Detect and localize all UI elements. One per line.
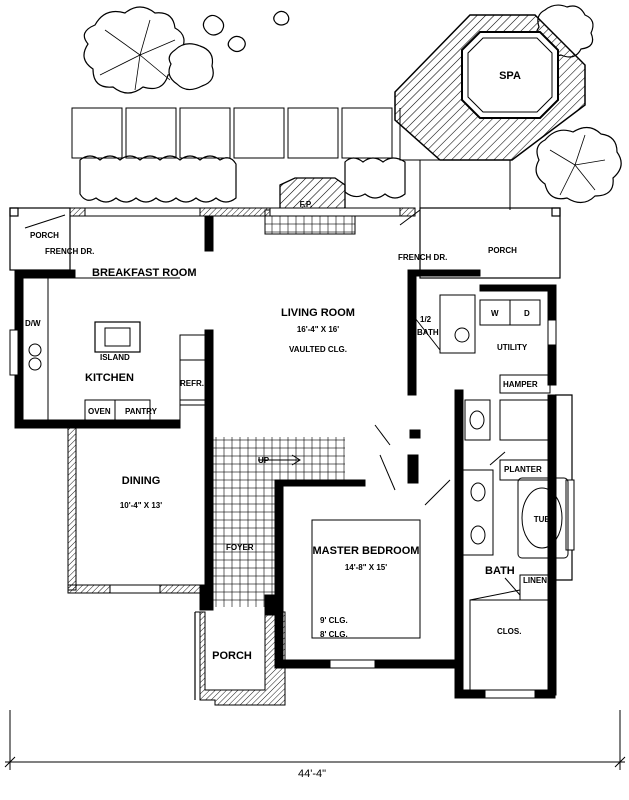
kitchen-island xyxy=(94,321,141,353)
spa-tub xyxy=(461,31,559,119)
dryer-label: D xyxy=(524,309,530,318)
hamper-label: HAMPER xyxy=(503,380,538,389)
foyer-label: FOYER xyxy=(226,543,254,552)
master-bedroom-label: MASTER BEDROOM xyxy=(313,545,420,557)
windows xyxy=(9,207,575,699)
porch-label: PORCH xyxy=(488,246,517,255)
half-bath-label: BATH xyxy=(417,328,439,337)
dishwasher-label: D/W xyxy=(25,319,41,328)
room-labels: PORCH FRENCH DR. BREAKFAST ROOM FRENCH D… xyxy=(25,231,550,662)
living-room-ceiling: VAULTED CLG. xyxy=(289,345,347,354)
hedge xyxy=(344,157,406,199)
porch-label: PORCH xyxy=(30,231,59,240)
linen-label: LINEN xyxy=(523,576,547,585)
tree-canopy-icon xyxy=(83,6,185,94)
patio-paving xyxy=(71,107,511,210)
ceiling-label: 9' CLG. xyxy=(320,616,348,625)
tree-canopy-icon xyxy=(535,126,622,204)
spa-deck: SPA xyxy=(394,14,586,161)
fireplace-label: F.P. xyxy=(300,200,313,209)
foyer-tile-floor xyxy=(210,437,275,607)
washer-label: W xyxy=(491,309,499,318)
dining-size: 10'-4" X 13' xyxy=(120,501,162,510)
porch-label: PORCH xyxy=(212,650,252,662)
ceiling-label: 8' CLG. xyxy=(320,630,348,639)
doors xyxy=(24,209,521,596)
closet-label: CLOS. xyxy=(497,627,521,636)
half-bath-label: 1/2 xyxy=(420,315,432,324)
tub-icon xyxy=(517,477,569,559)
planter-label: PLANTER xyxy=(504,465,542,474)
tub-label: TUB xyxy=(534,515,551,524)
breakfast-room-label: BREAKFAST ROOM xyxy=(92,267,197,279)
oven-label: OVEN xyxy=(88,407,111,416)
stair-arrow xyxy=(258,454,301,466)
toilet-icon xyxy=(469,410,485,430)
kitchen-fixtures xyxy=(22,277,206,421)
french-door-label: FRENCH DR. xyxy=(398,253,447,262)
up-label: UP xyxy=(258,456,270,465)
island-label: ISLAND xyxy=(100,353,130,362)
tray-ceiling xyxy=(311,519,421,639)
spa-label: SPA xyxy=(499,70,521,82)
utility-label: UTILITY xyxy=(497,343,528,352)
toilet-icon xyxy=(454,327,470,343)
hedge xyxy=(79,155,237,203)
living-room-size: 16'-4" X 16' xyxy=(297,325,339,334)
refrigerator-label: REFR. xyxy=(180,379,204,388)
overall-width-dimension: 44'-4" xyxy=(298,768,326,780)
dimension-line xyxy=(4,710,626,770)
fireplace: F.P. xyxy=(264,177,356,235)
bath-fixtures xyxy=(439,294,569,691)
sink-icon xyxy=(28,343,42,371)
pantry-label: PANTRY xyxy=(125,407,158,416)
dining-label: DINING xyxy=(122,475,161,487)
living-room-label: LIVING ROOM xyxy=(281,307,355,319)
kitchen-label: KITCHEN xyxy=(85,372,134,384)
french-door-label: FRENCH DR. xyxy=(45,247,94,256)
master-bedroom-size: 14'-8" X 15' xyxy=(345,563,387,572)
bath-label: BATH xyxy=(485,565,515,577)
porch-outlines xyxy=(9,207,573,700)
